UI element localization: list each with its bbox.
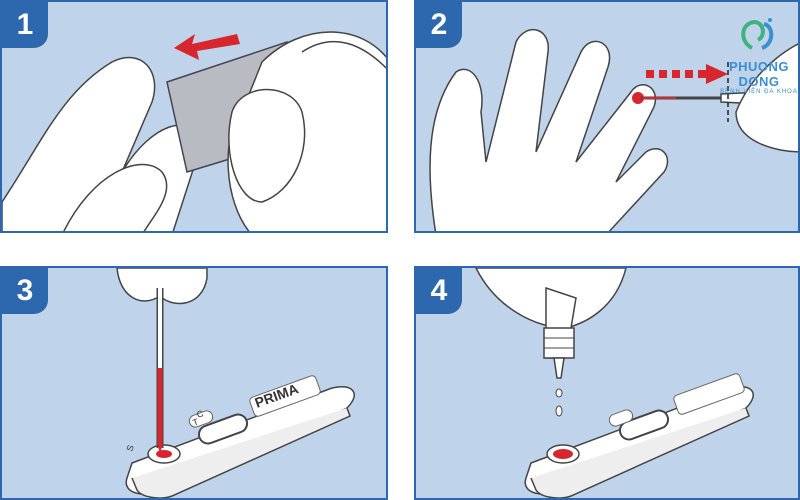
finger-prick-illustration (429, 28, 798, 231)
logo-subtitle-text: BỆNH VIỆN ĐA KHOA (720, 89, 798, 95)
add-buffer-illustration (475, 268, 754, 498)
control-label: C (195, 408, 205, 420)
open-lancet-illustration (2, 31, 386, 231)
step-number-badge: 1 (2, 2, 48, 48)
arrow-left-icon (174, 34, 240, 60)
step-number-badge: 2 (416, 2, 462, 48)
step-number-badge: 3 (2, 268, 48, 314)
sample-label: S (124, 444, 135, 453)
test-label: T (191, 416, 200, 427)
hospital-logo: PHUONG DONG BỆNH VIỆN ĐA KHOA (718, 16, 800, 95)
logo-brand-text: PHUONG DONG (728, 59, 790, 89)
logo-mark-icon (741, 18, 774, 50)
step-2-panel: 2 (414, 0, 800, 233)
step-number-badge: 4 (416, 268, 462, 314)
apply-blood-illustration: C T S PRIMA (116, 268, 355, 498)
step-4-panel: 4 (414, 266, 800, 500)
step-1-panel: 1 (0, 0, 388, 233)
step-3-panel: 3 C T S PRIMA (0, 266, 388, 500)
